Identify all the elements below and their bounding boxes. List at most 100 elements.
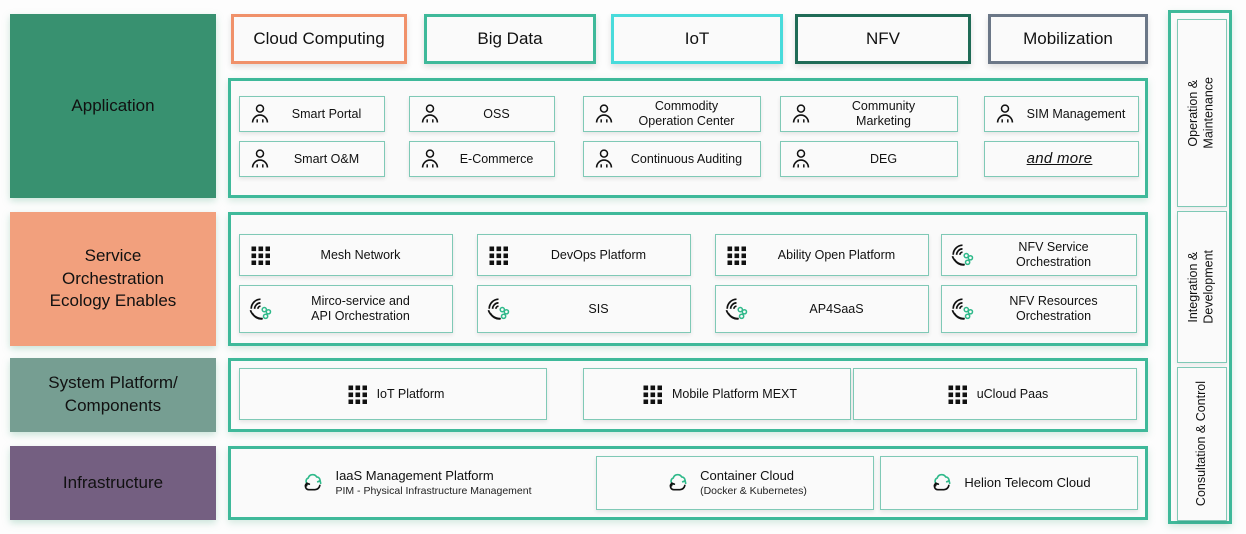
cloud-refresh-icon [666, 471, 692, 495]
grid-icon [485, 243, 511, 267]
service-line-1: Service [84, 245, 142, 265]
application-item-label: DEG [869, 151, 898, 166]
side-rail: Operation & Maintenance Integration & De… [1168, 10, 1232, 524]
infrastructure-item[interactable]: Helion Telecom Cloud [880, 456, 1138, 510]
application-item-label: SIM Management [1026, 106, 1126, 121]
infrastructure-item-title: Helion Telecom Cloud [964, 474, 1091, 490]
orchestration-icon [485, 297, 511, 321]
system-item-label: Mobile Platform MEXT [584, 382, 850, 406]
system-line-2: Components [64, 396, 162, 415]
service-item-label: AP4SaaS [809, 301, 864, 316]
person-icon [417, 102, 443, 126]
infrastructure-item-body: Container Cloud(Docker & Kubernetes) [597, 468, 873, 497]
grid-icon [247, 243, 273, 267]
tab-mobilization-label: Mobilization [1023, 29, 1113, 48]
application-item-label: Smart O&M [293, 151, 360, 166]
rail-item-integration-development[interactable]: Integration & Development [1177, 211, 1227, 363]
service-line-3: Ecology Enables [49, 291, 177, 311]
system-item-text: IoT Platform [376, 386, 445, 401]
application-item[interactable]: Smart O&M [239, 141, 385, 177]
system-item-label: uCloud Paas [854, 382, 1136, 406]
cloud-refresh-icon [301, 471, 327, 495]
service-item-label: SIS [588, 301, 609, 316]
tab-nfv[interactable]: NFV [795, 14, 971, 64]
service-item-label: DevOps Platform [550, 247, 647, 262]
application-item-label: E-Commerce [459, 151, 534, 166]
service-item[interactable]: DevOps Platform [477, 234, 691, 276]
system-item-text: Mobile Platform MEXT [671, 386, 798, 401]
application-item[interactable]: Smart Portal [239, 96, 385, 132]
system-item[interactable]: Mobile Platform MEXT [583, 368, 851, 420]
application-item[interactable]: OSS [409, 96, 555, 132]
application-item[interactable]: SIM Management [984, 96, 1139, 132]
tab-mobilization[interactable]: Mobilization [988, 14, 1148, 64]
application-item[interactable]: Continuous Auditing [583, 141, 761, 177]
service-item[interactable]: SIS [477, 285, 691, 333]
grid-icon [945, 382, 971, 406]
person-icon [992, 102, 1018, 126]
person-icon [247, 102, 273, 126]
orchestration-icon [949, 297, 975, 321]
tab-cloud-computing[interactable]: Cloud Computing [231, 14, 407, 64]
application-item[interactable]: E-Commerce [409, 141, 555, 177]
infrastructure-item-title: Container Cloud [700, 468, 795, 484]
system-line-1: System Platform/ [48, 373, 178, 393]
grid-icon [723, 243, 749, 267]
infrastructure-item[interactable]: Container Cloud(Docker & Kubernetes) [596, 456, 874, 510]
layer-label-service-orchestration-text: Service Orchestration Ecology Enables [50, 245, 177, 314]
rail-item-consultation-control[interactable]: Consultation & Control [1177, 367, 1227, 521]
service-item[interactable]: Mesh Network [239, 234, 453, 276]
application-item-label: OSS [483, 106, 510, 121]
layer-label-application: Application [10, 14, 216, 198]
rail-item-integration-development-label: Integration & Development [1186, 250, 1216, 324]
service-line-2: Orchestration [61, 268, 165, 288]
service-item-label: Mesh Network [320, 247, 401, 262]
grid-icon [345, 382, 371, 406]
layer-label-infrastructure: Infrastructure [10, 446, 216, 520]
tab-big-data[interactable]: Big Data [424, 14, 596, 64]
person-icon [591, 147, 617, 171]
infrastructure-item-textblock: Helion Telecom Cloud [964, 475, 1090, 491]
person-icon [788, 147, 814, 171]
tab-iot-label: IoT [684, 29, 710, 48]
orchestration-icon [247, 297, 273, 321]
layer-label-system-platform-text: System Platform/ Components [48, 372, 177, 418]
person-icon [788, 102, 814, 126]
tab-cloud-computing-label: Cloud Computing [253, 29, 385, 48]
service-item[interactable]: Ability Open Platform [715, 234, 929, 276]
infrastructure-item-subtitle: (Docker & Kubernetes) [700, 484, 807, 497]
tab-iot[interactable]: IoT [611, 14, 783, 64]
infrastructure-item-body: Helion Telecom Cloud [881, 471, 1137, 495]
infrastructure-item-subtitle: PIM - Physical Infrastructure Management [335, 484, 532, 497]
system-item-label: IoT Platform [240, 382, 546, 406]
application-item[interactable]: DEG [780, 141, 958, 177]
system-item[interactable]: uCloud Paas [853, 368, 1137, 420]
infrastructure-item-textblock: Container Cloud(Docker & Kubernetes) [700, 468, 807, 497]
system-item-text: uCloud Paas [976, 386, 1049, 401]
rail-item-operation-maintenance[interactable]: Operation & Maintenance [1177, 19, 1227, 207]
system-item[interactable]: IoT Platform [239, 368, 547, 420]
person-icon [417, 147, 443, 171]
orchestration-icon [949, 243, 975, 267]
service-item[interactable]: AP4SaaS [715, 285, 929, 333]
orchestration-icon [723, 297, 749, 321]
infrastructure-item-title: IaaS Management Platform [335, 468, 494, 484]
application-item[interactable]: and more [984, 141, 1139, 177]
cloud-refresh-icon [930, 471, 956, 495]
grid-icon [640, 382, 666, 406]
person-icon [591, 102, 617, 126]
